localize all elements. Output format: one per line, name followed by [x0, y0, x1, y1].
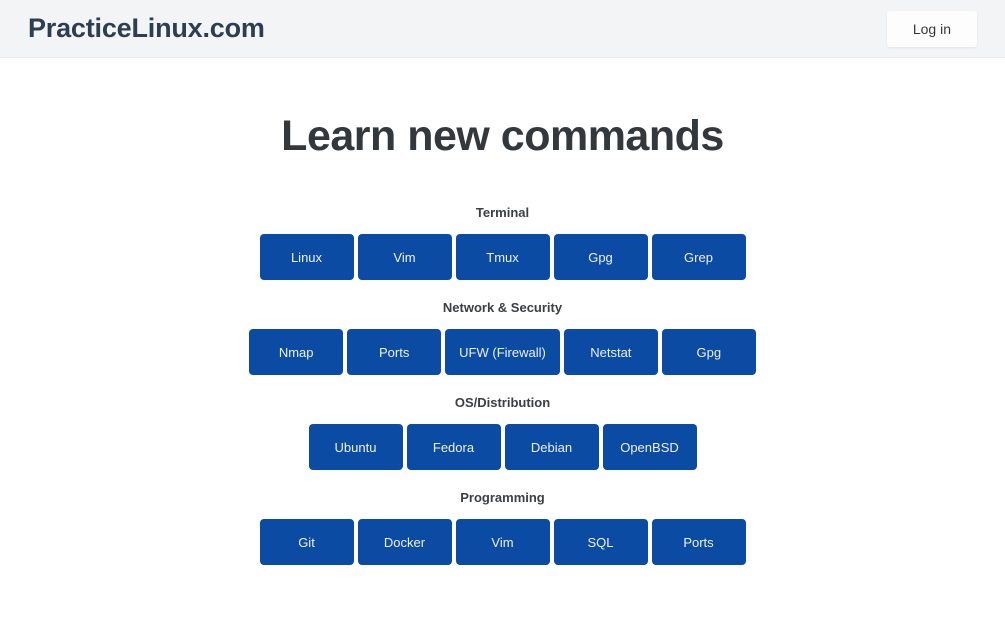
command-button-debian[interactable]: Debian: [504, 424, 599, 470]
login-button[interactable]: Log in: [886, 10, 977, 47]
command-button-linux[interactable]: Linux: [259, 234, 354, 280]
command-button-gpg[interactable]: Gpg: [661, 329, 756, 375]
section-label: Network & Security: [442, 300, 563, 315]
command-button-fedora[interactable]: Fedora: [406, 424, 501, 470]
section-label: OS/Distribution: [454, 395, 551, 410]
command-button-docker[interactable]: Docker: [357, 519, 452, 565]
site-logo: PracticeLinux.com: [28, 13, 265, 43]
command-button-gpg[interactable]: Gpg: [553, 234, 648, 280]
site-header: PracticeLinux.com Log in: [0, 0, 1005, 58]
command-button-vim[interactable]: Vim: [357, 234, 452, 280]
command-button-openbsd[interactable]: OpenBSD: [602, 424, 697, 470]
command-button-grep[interactable]: Grep: [651, 234, 746, 280]
section-label: Programming: [460, 490, 545, 505]
command-button-ubuntu[interactable]: Ubuntu: [308, 424, 403, 470]
section-label: Terminal: [475, 205, 530, 220]
command-button-nmap[interactable]: Nmap: [249, 329, 344, 375]
command-button-vim[interactable]: Vim: [455, 519, 550, 565]
command-button-ufw-firewall[interactable]: UFW (Firewall): [445, 329, 560, 375]
command-button-ports[interactable]: Ports: [347, 329, 442, 375]
page-title: Learn new commands: [281, 112, 724, 160]
command-button-netstat[interactable]: Netstat: [563, 329, 658, 375]
command-button-sql[interactable]: SQL: [553, 519, 648, 565]
command-button-tmux[interactable]: Tmux: [455, 234, 550, 280]
command-button-git[interactable]: Git: [259, 519, 354, 565]
command-button-ports[interactable]: Ports: [651, 519, 746, 565]
